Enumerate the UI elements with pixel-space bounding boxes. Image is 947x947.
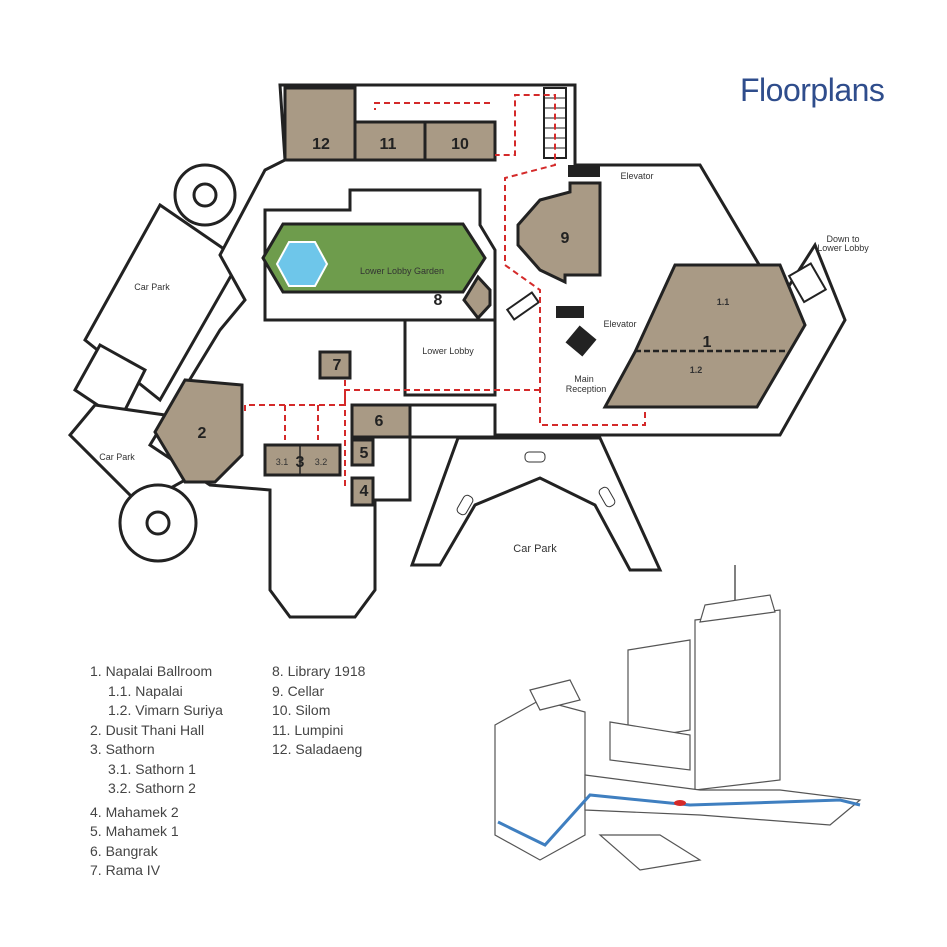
room-12[interactable]: 12 (283, 86, 357, 162)
svg-text:8: 8 (434, 292, 443, 309)
room-3[interactable]: 3 3.1 3.2 (263, 443, 342, 477)
room-5[interactable]: 5 (350, 438, 375, 467)
room-8[interactable]: 8 (434, 274, 492, 321)
legend-column-1: 1. Napalai Ballroom 1.1. Napalai 1.2. Vi… (90, 662, 223, 881)
svg-text:11: 11 (380, 136, 397, 153)
room-7[interactable]: 7 (318, 350, 352, 380)
elevator-icon (568, 165, 600, 177)
car-park-label: Car Park (513, 543, 557, 555)
stairs-down-icon (787, 262, 828, 304)
legend-column-2: 8. Library 1918 9. Cellar 10. Silom 11. … (272, 662, 365, 760)
lower-lobby-label: Lower Lobby (422, 346, 474, 356)
legend-item: 2. Dusit Thani Hall (90, 721, 205, 738)
room-1[interactable]: 1 1.1 1.2 (602, 263, 807, 409)
room-10[interactable]: 10 (423, 120, 497, 162)
legend-item: 9. Cellar (272, 682, 325, 699)
legend-item: 3. Sathorn (90, 741, 155, 757)
elevator-label: Elevator (603, 319, 636, 329)
legend-item: 7. Rama IV (90, 862, 161, 878)
legend-item: 11. Lumpini (272, 721, 344, 738)
svg-text:1.2: 1.2 (690, 365, 703, 375)
svg-text:3: 3 (296, 454, 305, 471)
legend-item: 12. Saladaeng (272, 741, 363, 757)
car-park-label: Car Park (134, 282, 170, 292)
legend-item: 1.1. Napalai (108, 682, 183, 699)
corridor (408, 403, 497, 439)
svg-text:7: 7 (333, 357, 342, 374)
car-park-label: Car Park (99, 452, 135, 462)
room-2[interactable]: 2 (153, 378, 244, 484)
down-to-label: Lower Lobby (817, 243, 869, 253)
legend-item: 3.1. Sathorn 1 (108, 760, 196, 777)
legend-item: 6. Bangrak (90, 842, 158, 859)
legend-item: 3.2. Sathorn 2 (108, 780, 196, 796)
svg-text:3.1: 3.1 (276, 457, 289, 467)
svg-text:3.2: 3.2 (315, 457, 328, 467)
car-icon (456, 494, 474, 516)
garden-label: Lower Lobby Garden (360, 266, 444, 276)
page-title: Floorplans (740, 72, 885, 108)
svg-text:10: 10 (451, 136, 469, 153)
room-9[interactable]: 9 (516, 181, 602, 285)
svg-text:9: 9 (561, 230, 570, 247)
you-are-here-marker (674, 800, 686, 806)
down-to-label: Down to (826, 234, 859, 244)
elevator-label: Elevator (620, 171, 653, 181)
building-3d-illustration (494, 565, 862, 871)
svg-text:2: 2 (198, 425, 207, 442)
room-6[interactable]: 6 (350, 403, 412, 439)
legend-item: 10. Silom (272, 702, 331, 718)
pool (275, 241, 329, 287)
stairs-icon (505, 291, 541, 321)
reception-label: Reception (566, 384, 607, 394)
car-icon (598, 486, 616, 508)
svg-text:1: 1 (703, 334, 712, 351)
svg-text:5: 5 (360, 445, 369, 462)
car-park-left-top: Car Park (83, 163, 242, 403)
legend-item: 5. Mahamek 1 (90, 823, 179, 839)
legend-item: 8. Library 1918 (272, 663, 366, 679)
legend-item: 1. Napalai Ballroom (90, 663, 213, 679)
svg-text:1.1: 1.1 (717, 297, 730, 307)
legend-item: 4. Mahamek 2 (90, 803, 179, 820)
room-4[interactable]: 4 (350, 476, 375, 507)
room-11[interactable]: 11 (353, 120, 427, 162)
car-park-front: Car Park (409, 436, 663, 572)
elevator-icon (565, 325, 597, 357)
elevator-icon (556, 306, 584, 318)
svg-text:12: 12 (312, 136, 330, 153)
route-path (244, 94, 646, 490)
svg-text:6: 6 (375, 413, 384, 430)
lower-lobby-room (403, 318, 497, 397)
svg-text:4: 4 (360, 483, 369, 500)
legend-item: 1.2. Vimarn Suriya (108, 702, 223, 718)
reception-label: Main (574, 374, 594, 384)
car-icon (524, 451, 546, 463)
